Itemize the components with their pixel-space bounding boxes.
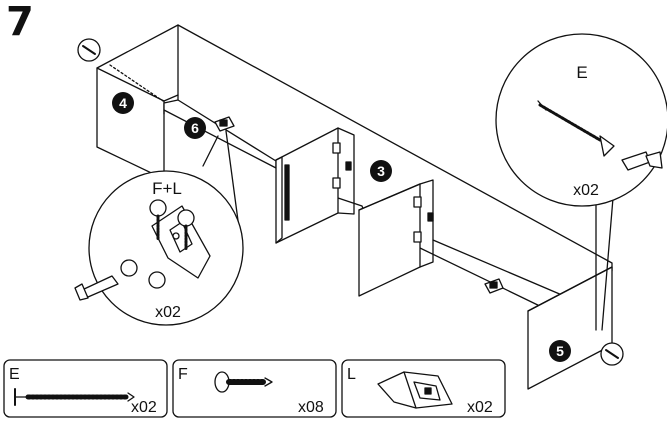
part-f-qty: x08: [298, 399, 324, 416]
part-e-label: E: [9, 366, 20, 383]
badge-3: 3: [370, 160, 392, 182]
bracket-left: [214, 116, 235, 132]
svg-text:5: 5: [556, 343, 564, 359]
part-l-label: L: [347, 366, 356, 383]
part-box-e: [3, 359, 168, 418]
part-f-label: F: [178, 366, 188, 383]
svg-text:4: 4: [119, 95, 127, 111]
badge-5: 5: [549, 340, 571, 362]
part-box-l: [341, 359, 506, 418]
callout-e: [495, 33, 667, 331]
door-right: [358, 183, 421, 297]
screw-mark-right: [600, 342, 624, 366]
callout-fl: [74, 130, 244, 326]
side-panel-4: [96, 67, 165, 180]
svg-text:3: 3: [377, 163, 385, 179]
bottom-board: [163, 99, 277, 169]
badge-6: 6: [184, 117, 206, 139]
screw-mark-left: [77, 38, 101, 62]
part-e-qty: x02: [131, 399, 157, 416]
callout-fl-label: F+L: [152, 179, 182, 198]
step-number: 7: [6, 0, 34, 45]
bracket-right: [484, 278, 504, 294]
badge-4: 4: [112, 92, 134, 114]
callout-e-qty: x02: [573, 182, 599, 199]
callout-fl-qty: x02: [155, 304, 181, 321]
cabinet: [77, 24, 624, 390]
part-l-qty: x02: [467, 399, 493, 416]
callout-e-label: E: [576, 63, 587, 82]
part-box-f: [172, 359, 337, 418]
svg-text:6: 6: [191, 120, 199, 136]
